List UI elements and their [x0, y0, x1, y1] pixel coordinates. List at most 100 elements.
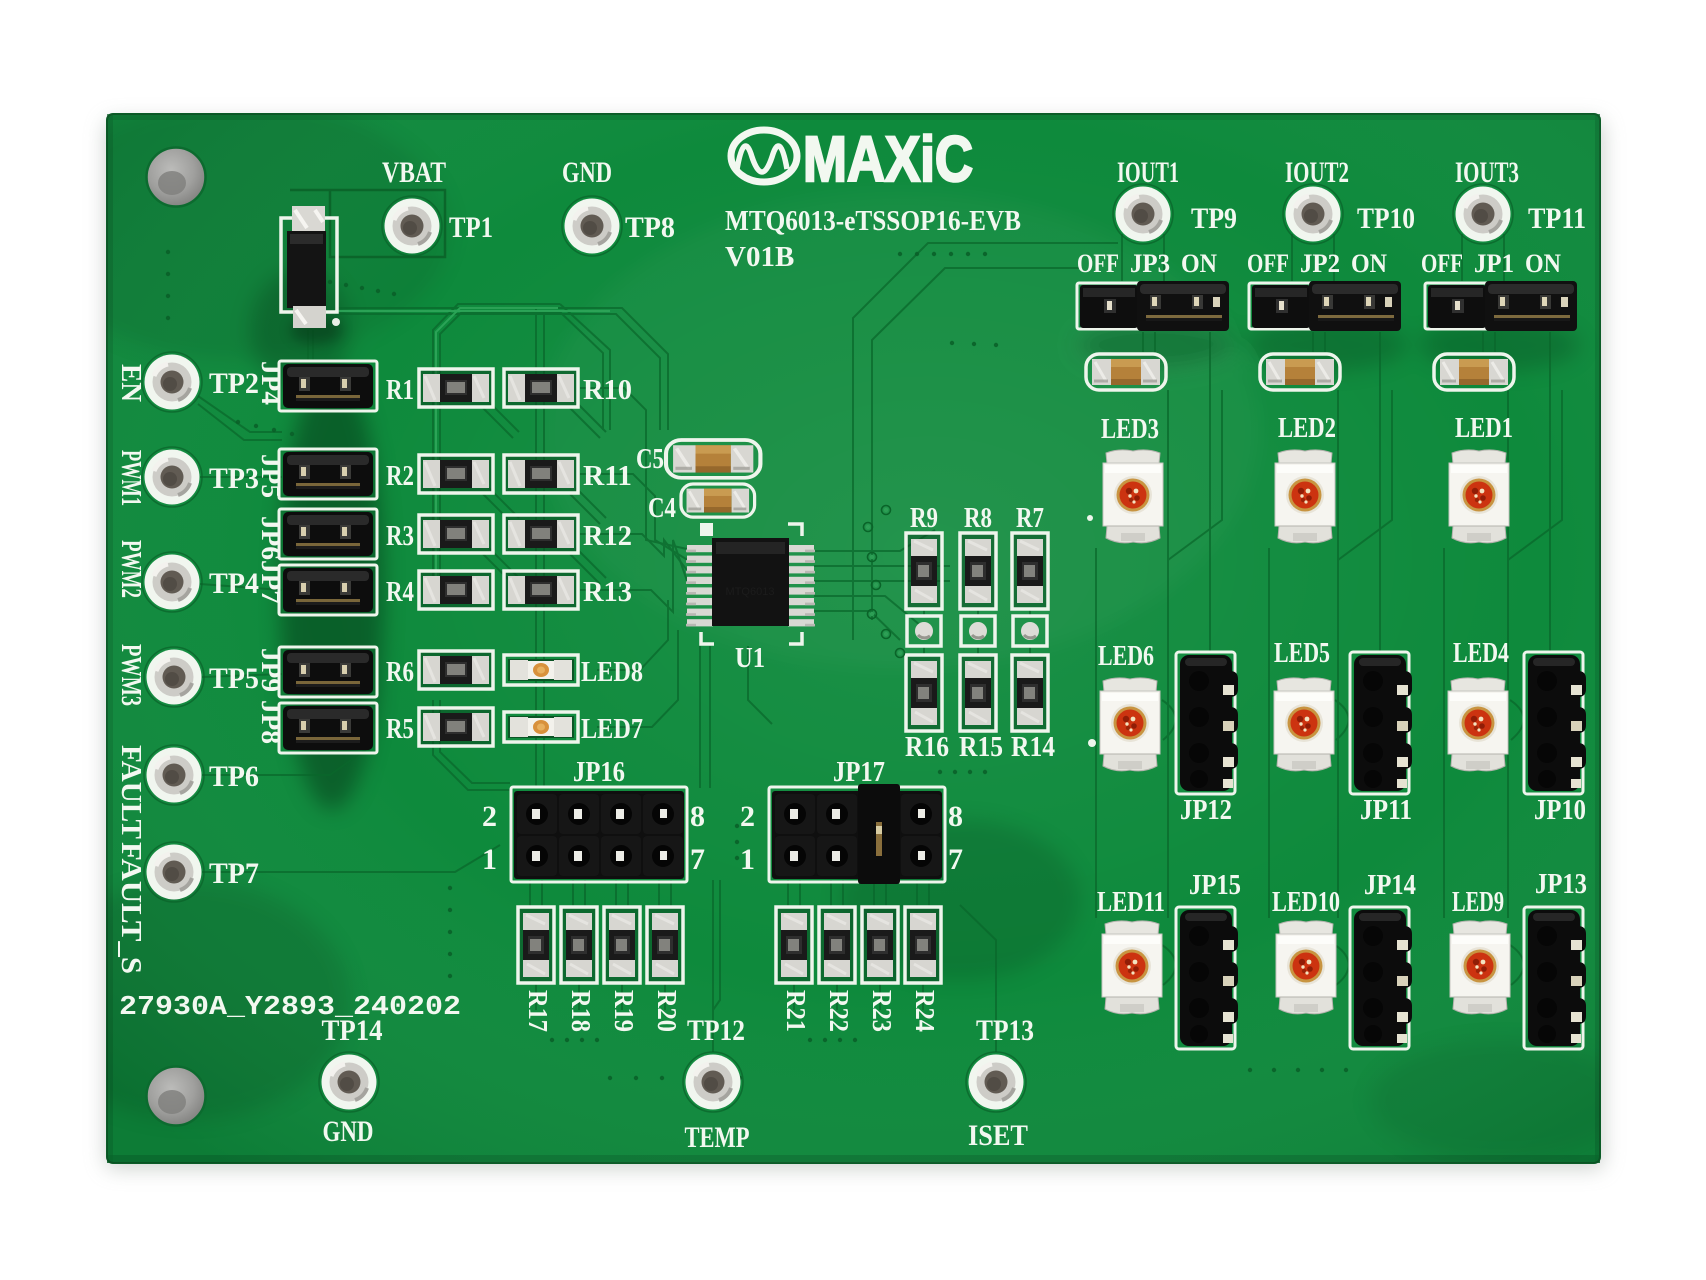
svg-text:TP9: TP9: [1191, 202, 1237, 235]
svg-text:LED4: LED4: [1453, 638, 1509, 669]
svg-text:R8: R8: [964, 502, 992, 534]
svg-text:7: 7: [948, 843, 963, 876]
svg-text:R10: R10: [583, 374, 632, 406]
svg-text:ON: ON: [1525, 249, 1561, 278]
svg-text:R11: R11: [583, 460, 632, 492]
svg-text:7: 7: [690, 843, 705, 876]
svg-text:1: 1: [740, 843, 755, 876]
svg-text:TP8: TP8: [625, 211, 675, 244]
svg-text:R13: R13: [583, 576, 632, 608]
svg-text:R5: R5: [386, 713, 414, 745]
svg-text:R15: R15: [959, 731, 1003, 763]
svg-text:TP5: TP5: [209, 662, 259, 695]
svg-text:JP1: JP1: [1474, 249, 1514, 278]
svg-text:OFF: OFF: [1247, 249, 1289, 278]
svg-text:IOUT3: IOUT3: [1455, 156, 1519, 189]
svg-text:R17: R17: [523, 990, 553, 1032]
svg-text:JP14: JP14: [1364, 870, 1416, 901]
svg-text:2: 2: [740, 800, 755, 833]
svg-text:IOUT2: IOUT2: [1285, 156, 1349, 189]
svg-text:LED3: LED3: [1101, 414, 1159, 445]
svg-text:JP5: JP5: [256, 454, 286, 498]
svg-text:VBAT: VBAT: [382, 156, 446, 189]
svg-text:TP6: TP6: [209, 760, 259, 793]
svg-text:ON: ON: [1181, 249, 1217, 278]
svg-text:JP6: JP6: [256, 516, 286, 560]
svg-text:ISET: ISET: [968, 1119, 1028, 1152]
svg-text:JP11: JP11: [1360, 795, 1412, 826]
svg-text:TP13: TP13: [976, 1014, 1034, 1047]
svg-text:JP15: JP15: [1189, 870, 1241, 901]
svg-text:EN: EN: [115, 364, 147, 402]
svg-text:C5: C5: [636, 443, 664, 475]
svg-text:JP12: JP12: [1180, 795, 1232, 826]
svg-text:R4: R4: [386, 576, 414, 608]
svg-text:LED6: LED6: [1098, 641, 1154, 672]
svg-text:R21: R21: [781, 990, 811, 1032]
svg-text:TEMP: TEMP: [685, 1121, 750, 1154]
svg-text:GND: GND: [562, 156, 612, 189]
svg-text:PWM2: PWM2: [115, 540, 147, 598]
svg-text:JP16: JP16: [573, 757, 625, 788]
svg-text:R6: R6: [386, 656, 414, 688]
svg-text:V01B: V01B: [725, 241, 794, 273]
svg-text:R19: R19: [609, 990, 639, 1032]
svg-text:TP4: TP4: [209, 567, 259, 600]
svg-text:R1: R1: [386, 374, 414, 406]
svg-text:R14: R14: [1011, 731, 1055, 763]
svg-text:MAXiC: MAXiC: [803, 123, 973, 195]
svg-text:OFF: OFF: [1421, 249, 1463, 278]
svg-text:JP17: JP17: [833, 757, 885, 788]
svg-text:8: 8: [690, 800, 705, 833]
svg-text:ON: ON: [1351, 249, 1387, 278]
svg-text:JP2: JP2: [1300, 249, 1340, 278]
svg-text:R7: R7: [1016, 502, 1044, 534]
svg-text:TP12: TP12: [687, 1014, 745, 1047]
svg-text:R23: R23: [867, 990, 897, 1032]
svg-text:R20: R20: [652, 990, 682, 1032]
svg-text:R12: R12: [583, 520, 632, 552]
svg-text:TP7: TP7: [209, 857, 259, 890]
svg-text:JP4: JP4: [256, 361, 286, 405]
svg-text:GND: GND: [323, 1115, 374, 1148]
svg-text:R9: R9: [910, 502, 938, 534]
svg-text:LED2: LED2: [1278, 413, 1336, 444]
svg-text:JP7: JP7: [256, 560, 286, 604]
svg-text:OFF: OFF: [1077, 249, 1119, 278]
svg-text:C4: C4: [648, 492, 676, 524]
svg-text:LED10: LED10: [1272, 887, 1340, 918]
svg-text:MTQ6013-eTSSOP16-EVB: MTQ6013-eTSSOP16-EVB: [725, 205, 1021, 237]
svg-text:LED11: LED11: [1097, 887, 1165, 918]
svg-text:LED8: LED8: [581, 656, 643, 688]
svg-text:TP10: TP10: [1357, 202, 1415, 235]
svg-text:TP3: TP3: [209, 462, 259, 495]
svg-text:PWM3: PWM3: [115, 644, 147, 706]
svg-text:LED9: LED9: [1452, 887, 1504, 918]
svg-text:27930A_Y2893_240202: 27930A_Y2893_240202: [119, 993, 461, 1023]
svg-text:PWM1: PWM1: [115, 450, 147, 506]
svg-text:FAULT: FAULT: [115, 745, 147, 839]
svg-text:MTQ6013: MTQ6013: [726, 586, 775, 598]
svg-text:IOUT1: IOUT1: [1117, 156, 1179, 189]
svg-text:R22: R22: [824, 990, 854, 1032]
svg-text:R2: R2: [386, 460, 414, 492]
svg-text:R16: R16: [905, 731, 949, 763]
svg-text:JP8: JP8: [256, 700, 286, 744]
svg-text:TP2: TP2: [209, 367, 259, 400]
svg-text:JP9: JP9: [256, 648, 286, 692]
svg-text:TP14: TP14: [322, 1014, 383, 1047]
svg-text:8: 8: [948, 800, 963, 833]
svg-text:R18: R18: [566, 990, 596, 1032]
svg-text:1: 1: [482, 843, 497, 876]
svg-text:JP3: JP3: [1130, 249, 1170, 278]
svg-text:FAULT_S: FAULT_S: [115, 842, 147, 974]
svg-text:TP1: TP1: [449, 211, 493, 244]
svg-text:LED5: LED5: [1274, 638, 1330, 669]
svg-text:R24: R24: [910, 990, 940, 1032]
svg-text:R3: R3: [386, 520, 414, 552]
svg-text:LED1: LED1: [1455, 413, 1513, 444]
svg-text:JP10: JP10: [1534, 795, 1586, 826]
svg-text:LED7: LED7: [581, 713, 643, 745]
svg-text:TP11: TP11: [1528, 202, 1586, 235]
svg-text:2: 2: [482, 800, 497, 833]
